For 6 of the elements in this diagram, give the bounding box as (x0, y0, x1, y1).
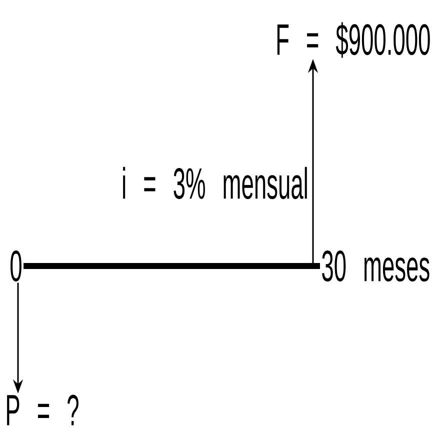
rate-label: i = 3% mensual (123, 166, 307, 200)
cash-flow-label: F = $900.000 (277, 22, 430, 58)
time-label: 30 meses (322, 250, 430, 282)
cash-flow-label: P = ? (7, 394, 78, 426)
time-label: 0 (10, 250, 22, 282)
timeline (24, 263, 320, 269)
